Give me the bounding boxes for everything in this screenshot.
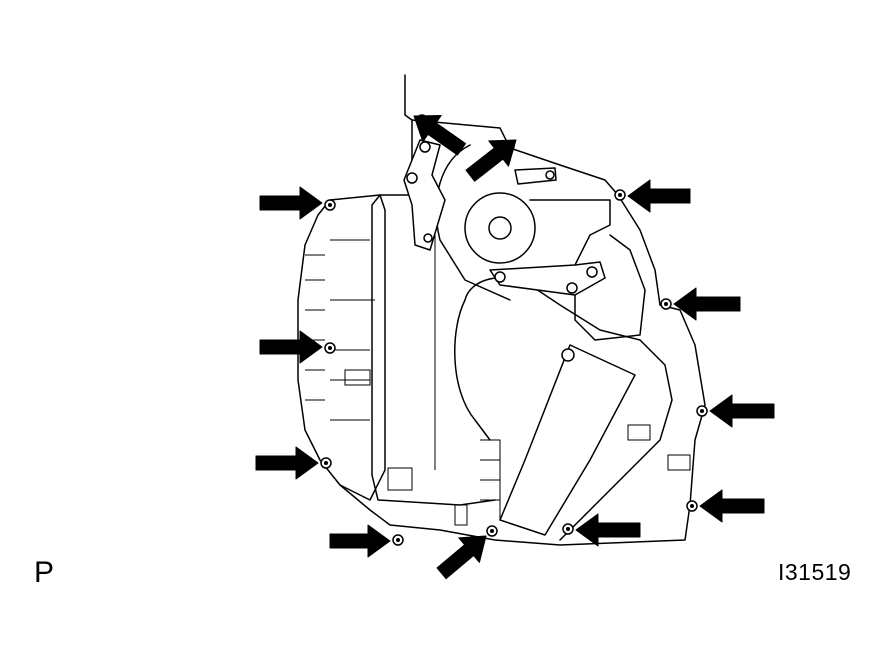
pointer-arrows xyxy=(255,115,775,580)
arrow-11 xyxy=(436,535,487,580)
arrow-9 xyxy=(699,489,765,523)
arrow-7 xyxy=(709,394,775,428)
arrow-8 xyxy=(255,446,319,480)
arrow-1 xyxy=(413,115,467,156)
arrow-6 xyxy=(259,330,323,364)
arrow-10 xyxy=(329,524,391,558)
arrow-5 xyxy=(673,287,741,321)
case-housing xyxy=(297,74,706,546)
arrow-3 xyxy=(627,179,691,213)
arrow-4 xyxy=(259,186,323,220)
arrow-2 xyxy=(465,139,517,182)
mounting-bolts xyxy=(320,114,708,546)
figure-id: I31519 xyxy=(778,559,852,585)
view-label: P xyxy=(34,556,55,589)
arrow-12 xyxy=(575,513,641,547)
